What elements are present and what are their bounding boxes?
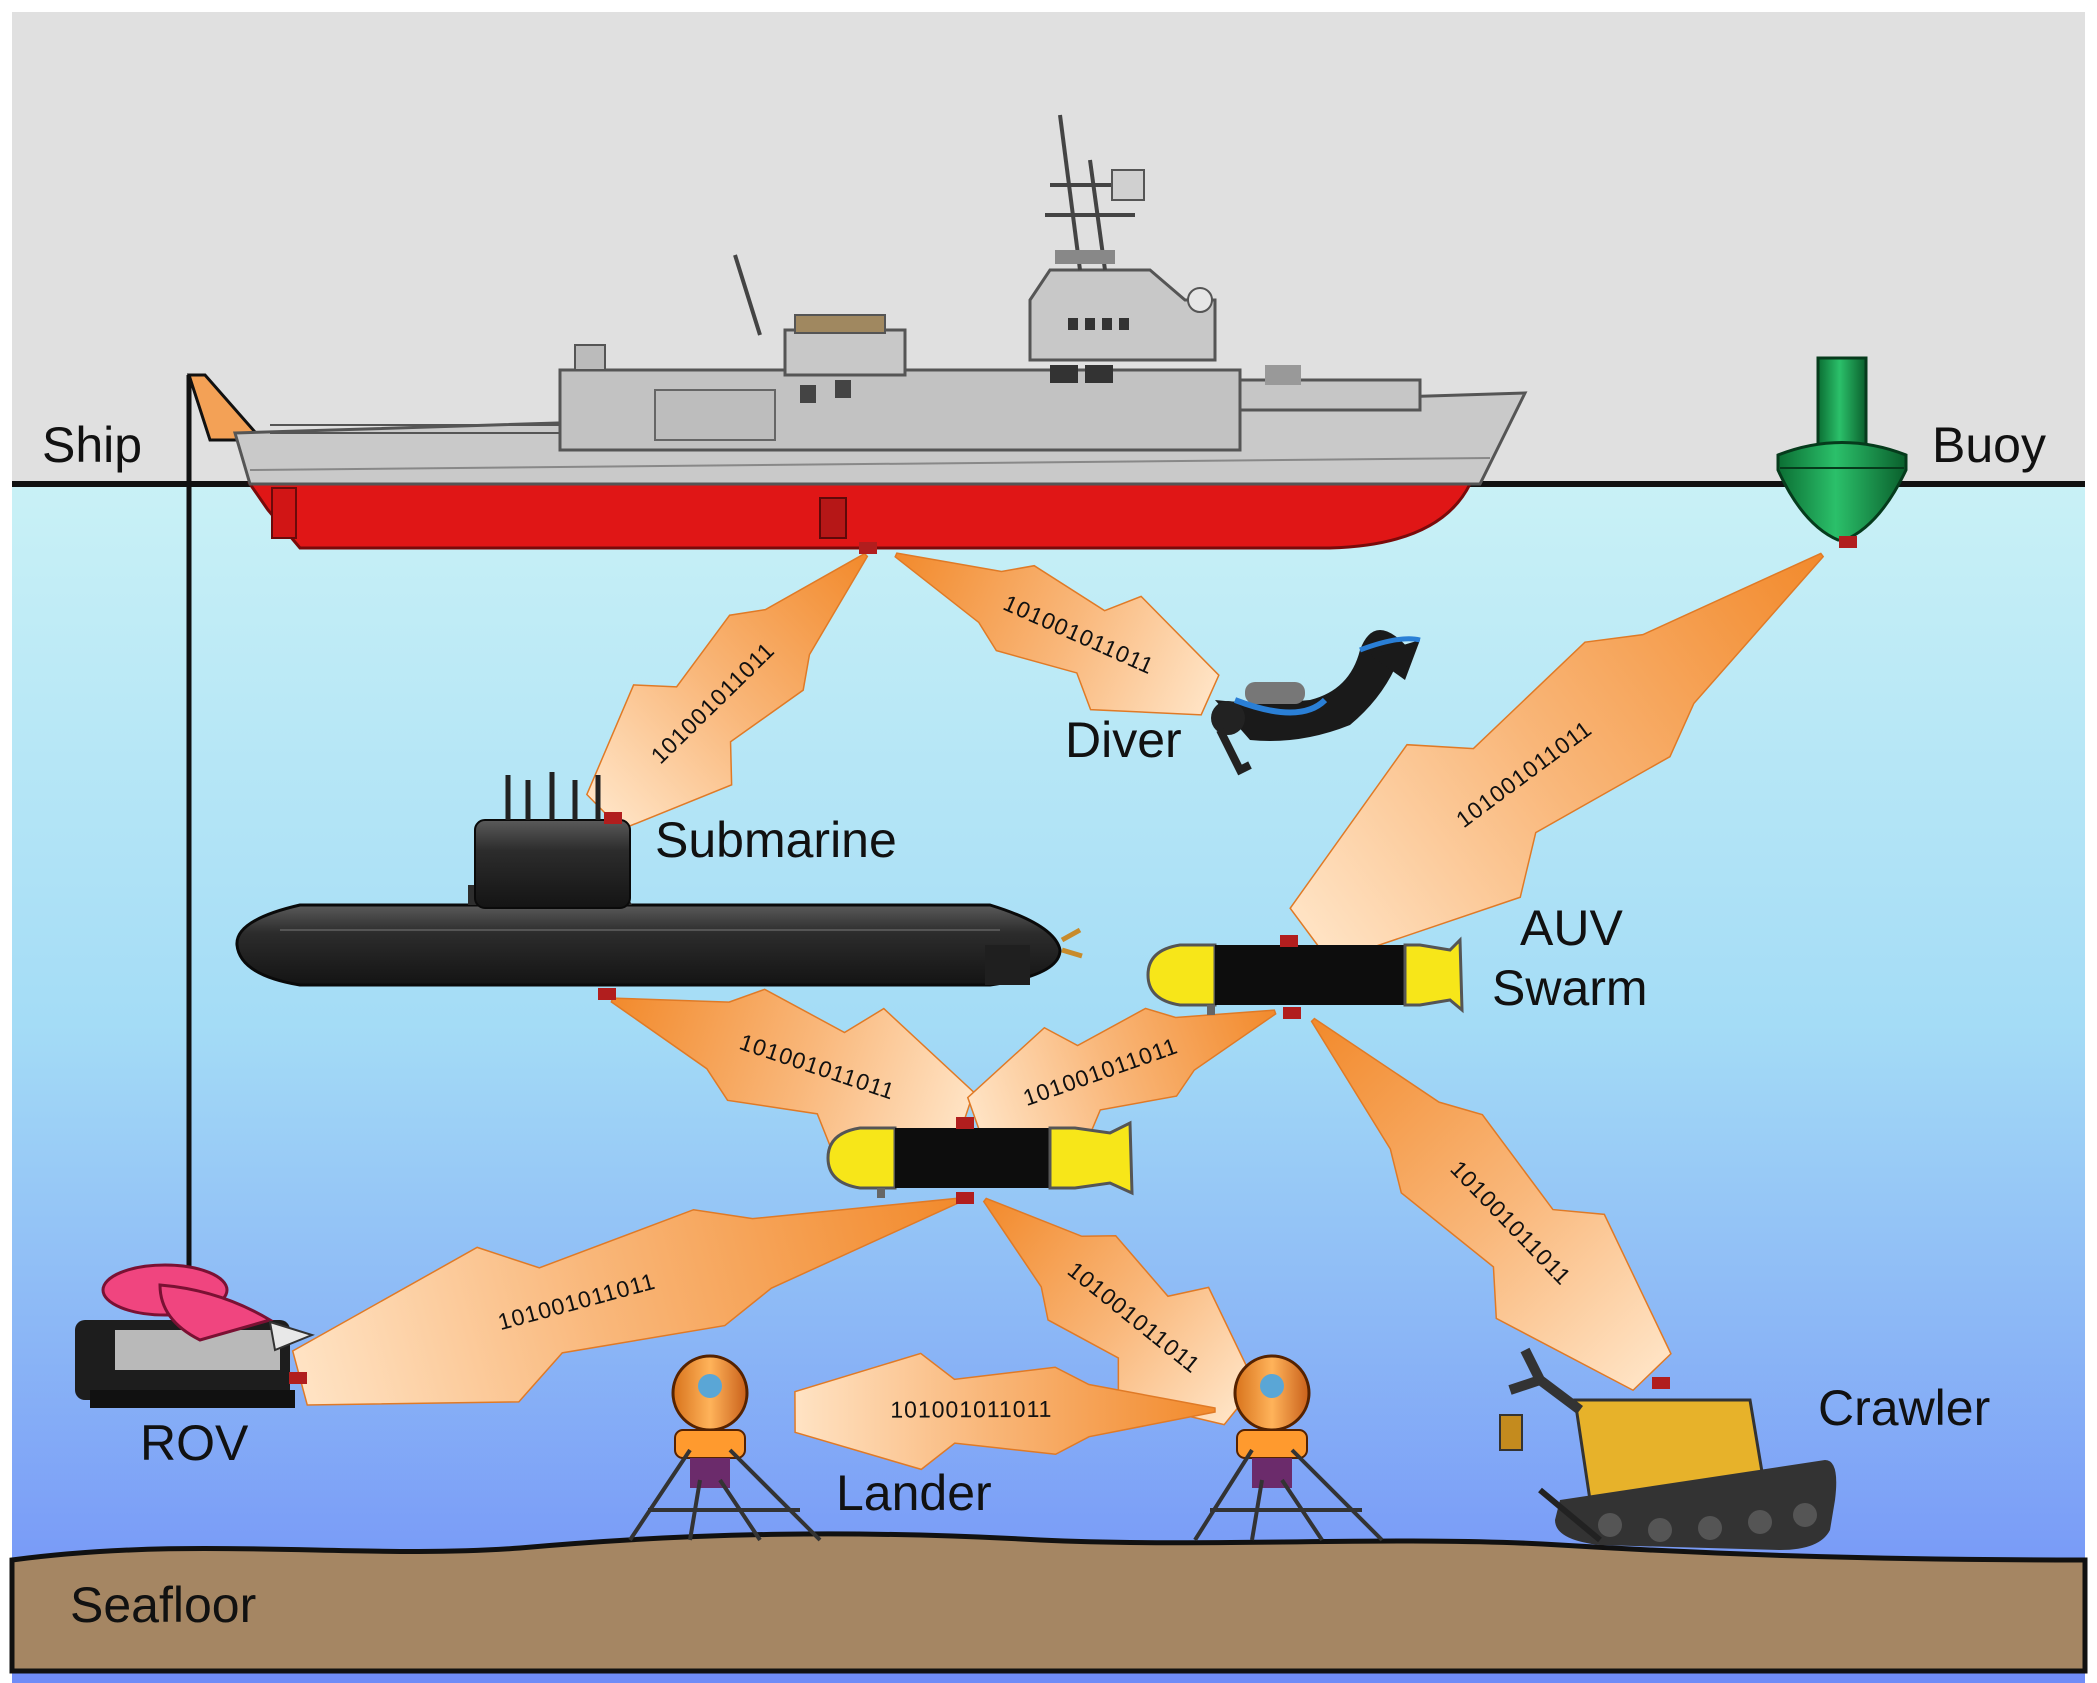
ship-icon [233,114,1528,550]
ship-label: Ship [42,417,142,473]
auv-label-line2: Swarm [1492,960,1648,1016]
transducers [289,536,1857,1389]
lander-icon [1193,1354,1384,1542]
rov-icon [75,1263,315,1408]
link-buoy-auv: 101001011011 [1289,552,1825,963]
submarine-icon [235,772,1083,987]
auv-icon [1146,936,1464,1015]
link-code-label: 101001011011 [890,1396,1052,1423]
submarine-label: Submarine [655,812,897,868]
rov-label: ROV [140,1415,249,1471]
acoustic-links: 1010010110111010010110111010010110111010… [291,552,1825,1471]
buoy-label: Buoy [1932,417,2046,473]
beam-shape [794,1352,1216,1471]
beam-shape [894,552,1220,716]
seafloor-label: Seafloor [70,1577,256,1633]
link-auv-rov: 101001011011 [291,1197,962,1406]
beam-shape [1289,552,1825,963]
beam-shape [291,1197,962,1406]
beam-shape [585,552,869,831]
diver-icon [1211,630,1421,776]
crawler-label: Crawler [1818,1380,1990,1436]
beam-shape [1310,1017,1672,1392]
link-auv-auv: 101001011011 [966,1007,1277,1146]
auv-label-line1: AUV [1520,900,1623,956]
lander-label: Lander [836,1465,992,1521]
auv-icon [826,1120,1134,1198]
buoy-icon [1776,356,1908,542]
beam-shape [982,1197,1257,1426]
crawler-icon [1499,1347,1837,1550]
seafloor [9,1531,2088,1674]
diver-label: Diver [1065,712,1182,768]
lander-icon [628,1354,822,1542]
beam-shape [966,1007,1277,1146]
link-lander-lander: 101001011011 [794,1352,1216,1471]
